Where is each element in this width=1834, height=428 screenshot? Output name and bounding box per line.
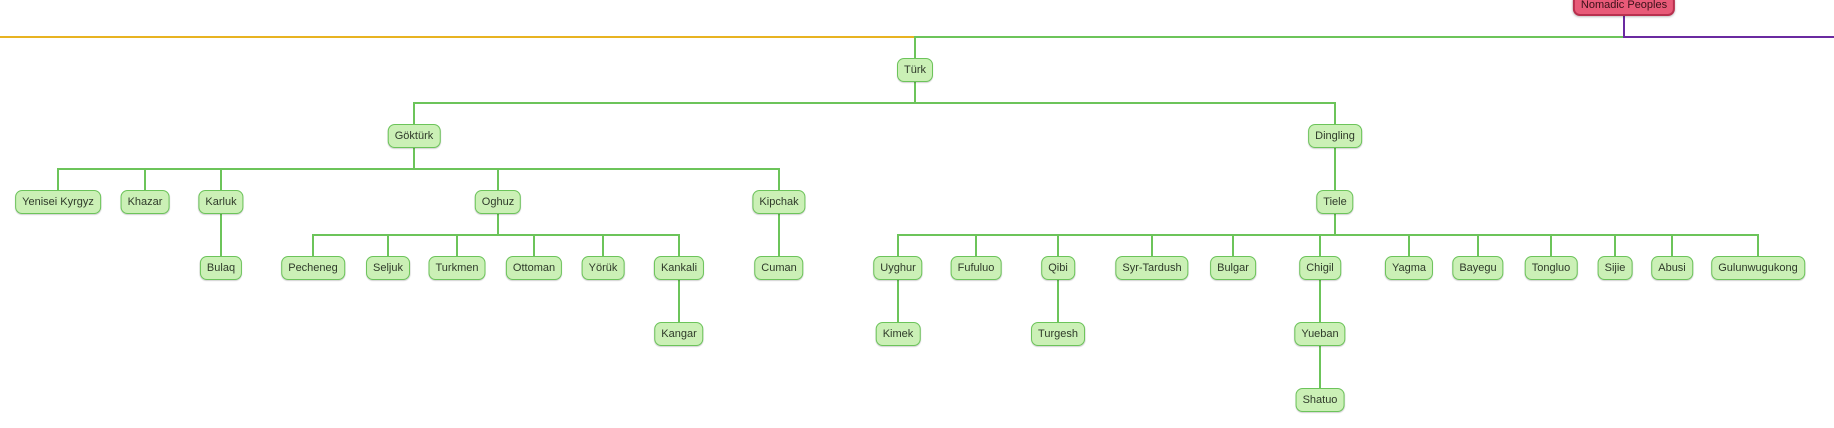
node-turkmen[interactable]: Turkmen — [428, 256, 486, 280]
node-dingling[interactable]: Dingling — [1308, 124, 1362, 148]
node-yoruk[interactable]: Yörük — [581, 256, 625, 280]
node-shatuo[interactable]: Shatuo — [1295, 388, 1345, 412]
node-uyghur[interactable]: Uyghur — [873, 256, 923, 280]
node-yagma[interactable]: Yagma — [1384, 256, 1434, 280]
node-sijie[interactable]: Sijie — [1597, 256, 1633, 280]
node-pecheneg[interactable]: Pecheneg — [281, 256, 345, 280]
node-bayegu[interactable]: Bayegu — [1452, 256, 1504, 280]
node-kangar[interactable]: Kangar — [654, 322, 704, 346]
node-chigil[interactable]: Chigil — [1299, 256, 1341, 280]
node-yueban[interactable]: Yueban — [1294, 322, 1346, 346]
node-abusi[interactable]: Abusi — [1651, 256, 1693, 280]
node-qibi[interactable]: Qibi — [1041, 256, 1075, 280]
node-turk[interactable]: Türk — [897, 58, 933, 82]
node-yenisei-kyrgyz[interactable]: Yenisei Kyrgyz — [15, 190, 101, 214]
node-ottoman[interactable]: Ottoman — [505, 256, 563, 280]
node-bulaq[interactable]: Bulaq — [199, 256, 243, 280]
node-kimek[interactable]: Kimek — [875, 322, 921, 346]
node-cuman[interactable]: Cuman — [754, 256, 804, 280]
node-bulgar[interactable]: Bulgar — [1210, 256, 1256, 280]
node-tongluo[interactable]: Tongluo — [1524, 256, 1578, 280]
node-gulunwugukong[interactable]: Gulunwugukong — [1711, 256, 1805, 280]
node-turgesh[interactable]: Turgesh — [1031, 322, 1085, 346]
node-tiele[interactable]: Tiele — [1316, 190, 1354, 214]
node-seljuk[interactable]: Seljuk — [366, 256, 410, 280]
node-syr-tardush[interactable]: Syr-Tardush — [1115, 256, 1189, 280]
node-kipchak[interactable]: Kipchak — [752, 190, 806, 214]
node-karluk[interactable]: Karluk — [198, 190, 244, 214]
root-node-nomadic-peoples[interactable]: Nomadic Peoples — [1572, 0, 1676, 16]
node-oghuz[interactable]: Oghuz — [474, 190, 522, 214]
node-kankali[interactable]: Kankali — [653, 256, 705, 280]
node-fufuluo[interactable]: Fufuluo — [950, 256, 1002, 280]
node-gokturk[interactable]: Göktürk — [387, 124, 441, 148]
node-khazar[interactable]: Khazar — [120, 190, 170, 214]
